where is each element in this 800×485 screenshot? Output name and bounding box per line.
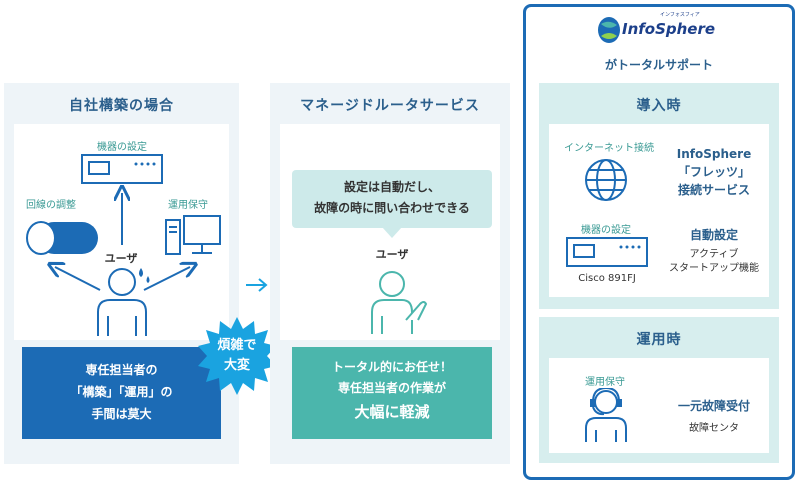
managed-note: トータル的にお任せ！ 専任担当者の作業が 大幅に軽減	[292, 347, 492, 439]
flets-line1: InfoSphere	[676, 147, 752, 161]
burst-text: 煩雑で 大変	[196, 336, 278, 376]
infosphere-subtitle: がトータルサポート	[604, 58, 713, 72]
computer-icon	[165, 215, 221, 255]
cable-icon	[26, 221, 98, 255]
ops-title: 運用時	[636, 332, 682, 348]
burst-line1: 煩雑で	[217, 338, 257, 353]
support-agent-icon	[585, 388, 627, 442]
burst-line2: 大変	[223, 358, 250, 373]
left-user-label: ユーザ	[104, 252, 138, 265]
router-icon	[81, 154, 163, 184]
help-desk-sub: 故障センタ	[689, 423, 739, 434]
worried-user-icon	[97, 268, 150, 336]
managed-note-line1: トータル的にお任せ！	[331, 360, 452, 374]
cisco-router-icon	[566, 237, 648, 267]
maintenance-label: 運用保守	[168, 200, 208, 211]
speech-bubble: 設定は自動だし、 故障の時に問い合わせできる	[292, 170, 492, 228]
managed-note-line3: 大幅に軽減	[354, 403, 430, 421]
flets-line3: 接続サービス	[677, 183, 750, 197]
left-arrows	[40, 185, 220, 291]
ops-maintenance-label: 運用保守	[585, 377, 625, 388]
intro-device-label: 機器の設定	[581, 225, 631, 236]
bubble-line2: 故障の時に問い合わせできる	[314, 201, 470, 215]
internet-label: インターネット接続	[564, 143, 654, 154]
auto-config-title: 自動設定	[689, 228, 738, 242]
intro-inner	[549, 124, 769, 297]
infosphere-logo: InfoSphere	[622, 20, 716, 38]
burst-badge	[198, 317, 276, 395]
device-setup-label: 機器の設定	[97, 142, 147, 153]
infosphere-logo-ruby: インフォスフィア	[660, 12, 700, 18]
managed-note-line2: 専任担当者の作業が	[337, 381, 446, 395]
line-adjust-label: 回線の調整	[26, 200, 76, 211]
auto-config-line2: スタートアップ機能	[669, 263, 759, 274]
infosphere-logo-icon	[598, 17, 620, 43]
in-house-note-line1: 専任担当者の	[85, 363, 158, 377]
happy-user-icon	[371, 271, 428, 334]
managed-title: マネージドルータサービス	[300, 98, 480, 114]
flow-arrow-icon	[246, 278, 268, 292]
flets-line2: 「フレッツ」	[677, 165, 750, 179]
flets-service: InfoSphere 「フレッツ」 接続サービス	[664, 145, 764, 199]
mid-user-label: ユーザ	[375, 248, 409, 261]
globe-icon	[585, 159, 627, 201]
bubble-tail	[382, 227, 402, 238]
cisco-model: Cisco 891FJ	[578, 273, 636, 284]
in-house-title: 自社構築の場合	[69, 98, 174, 114]
bubble-line1: 設定は自動だし、	[343, 180, 440, 194]
in-house-note: 専任担当者の 「構築」「運用」の 手間は莫大	[22, 347, 221, 439]
auto-config-line1: アクティブ	[689, 249, 739, 260]
help-desk-title: 一元故障受付	[677, 399, 750, 413]
in-house-note-line2: 「構築」「運用」の	[70, 385, 173, 399]
intro-title: 導入時	[636, 98, 682, 114]
auto-config-desc: アクティブ スタートアップ機能	[660, 248, 768, 276]
in-house-note-line3: 手間は莫大	[91, 407, 152, 421]
